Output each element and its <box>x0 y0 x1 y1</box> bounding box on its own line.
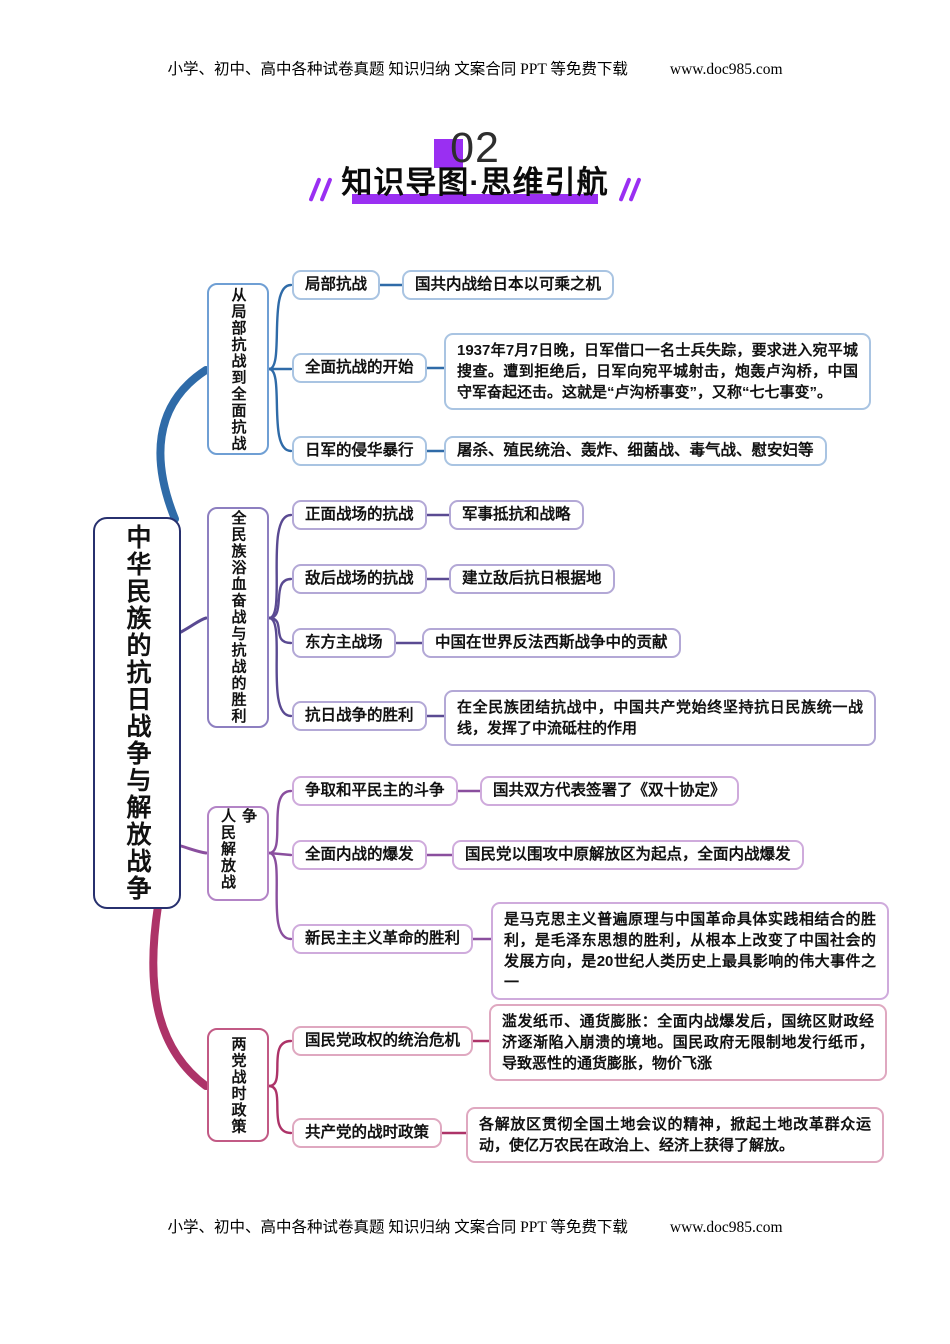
branch3-label-text: 人民解放战争 <box>219 808 257 891</box>
branch2-topic-2: 敌后战场的抗战 <box>292 564 427 594</box>
branch3-detail-1: 国共双方代表签署了《双十协定》 <box>480 776 739 806</box>
branch2-detail-1: 军事抵抗和战略 <box>449 500 584 530</box>
section-number: 02 <box>450 124 500 172</box>
branch4-detail-1: 滥发纸币、通货膨胀：全面内战爆发后，国统区财政经济逐渐陷入崩溃的境地。国民政府无… <box>489 1004 887 1081</box>
branch2-topic-4: 抗日战争的胜利 <box>292 701 427 731</box>
branch3-topic-1: 争取和平民主的斗争 <box>292 776 458 806</box>
page-header: 小学、初中、高中各种试卷真题 知识归纳 文案合同 PPT 等免费下载 www.do… <box>0 57 950 79</box>
branch1-label-text: 从局部抗战到全面抗战 <box>229 286 247 452</box>
header-text: 小学、初中、高中各种试卷真题 知识归纳 文案合同 PPT 等免费下载 <box>167 61 628 78</box>
branch4-label-text: 两党战时政策 <box>229 1035 247 1135</box>
footer-url-link[interactable]: www.doc985.com <box>669 1219 783 1236</box>
branch4-topic-2: 共产党的战时政策 <box>292 1118 443 1148</box>
branch2-topic-3: 东方主战场 <box>292 628 396 658</box>
header-url-link[interactable]: www.doc985.com <box>669 61 783 78</box>
branch3-topic-3: 新民主主义革命的胜利 <box>292 924 474 954</box>
page-footer: 小学、初中、高中各种试卷真题 知识归纳 文案合同 PPT 等免费下载 www.do… <box>0 1215 950 1237</box>
branch4-label: 两党战时政策 <box>207 1028 269 1142</box>
section-title: 知识导图·思维引航 <box>341 165 609 200</box>
branch2-detail-3: 中国在世界反法西斯战争中的贡献 <box>422 628 681 658</box>
root-node-label: 中华民族的抗日战争与解放战争 <box>123 524 151 902</box>
title-underline-bar <box>351 193 598 204</box>
branch1-topic-2: 全面抗战的开始 <box>292 353 427 383</box>
branch3-detail-3: 是马克思主义普遍原理与中国革命具体实践相结合的胜利，是毛泽东思想的胜利，从根本上… <box>491 902 889 1000</box>
branch2-label-text: 全民族浴血奋战与抗战的胜利 <box>229 510 247 725</box>
branch1-detail-1: 国共内战给日本以可乘之机 <box>402 270 615 300</box>
branch2-detail-2: 建立敌后抗日根据地 <box>449 564 615 594</box>
root-node: 中华民族的抗日战争与解放战争 <box>93 517 181 909</box>
branch1-topic-3: 日军的侵华暴行 <box>292 436 427 466</box>
branch1-detail-3: 屠杀、殖民统治、轰炸、细菌战、毒气战、慰安妇等 <box>444 436 827 466</box>
branch1-topic-1: 局部抗战 <box>292 270 381 300</box>
purple-square-icon <box>434 139 464 168</box>
branch3-detail-2: 国民党以围攻中原解放区为起点，全面内战爆发 <box>452 840 804 870</box>
branch2-label: 全民族浴血奋战与抗战的胜利 <box>207 507 269 728</box>
branch1-detail-2: 1937年7月7日晚，日军借口一名士兵失踪，要求进入宛平城搜查。遭到拒绝后，日军… <box>444 333 871 410</box>
branch4-topic-1: 国民党政权的统治危机 <box>292 1026 474 1056</box>
branch4-detail-2: 各解放区贯彻全国土地会议的精神，掀起土地改革群众运动，使亿万农民在政治上、经济上… <box>466 1107 884 1163</box>
branch2-connectors <box>179 513 451 718</box>
branch3-connectors <box>179 789 493 941</box>
section-number-block: 02 <box>0 124 950 173</box>
footer-text: 小学、初中、高中各种试卷真题 知识归纳 文案合同 PPT 等免费下载 <box>167 1219 628 1236</box>
section-heading-row: 知识导图·思维引航 <box>0 165 950 204</box>
branch3-topic-2: 全面内战的爆发 <box>292 840 427 870</box>
branch2-topic-1: 正面战场的抗战 <box>292 500 427 530</box>
branch1-label: 从局部抗战到全面抗战 <box>207 283 269 455</box>
branch1-connectors <box>156 283 446 523</box>
branch3-label: 人民解放战争 <box>207 806 269 901</box>
branch2-detail-4: 在全民族团结抗战中，中国共产党始终坚持抗日民族统一战线，发挥了中流砥柱的作用 <box>444 690 876 746</box>
